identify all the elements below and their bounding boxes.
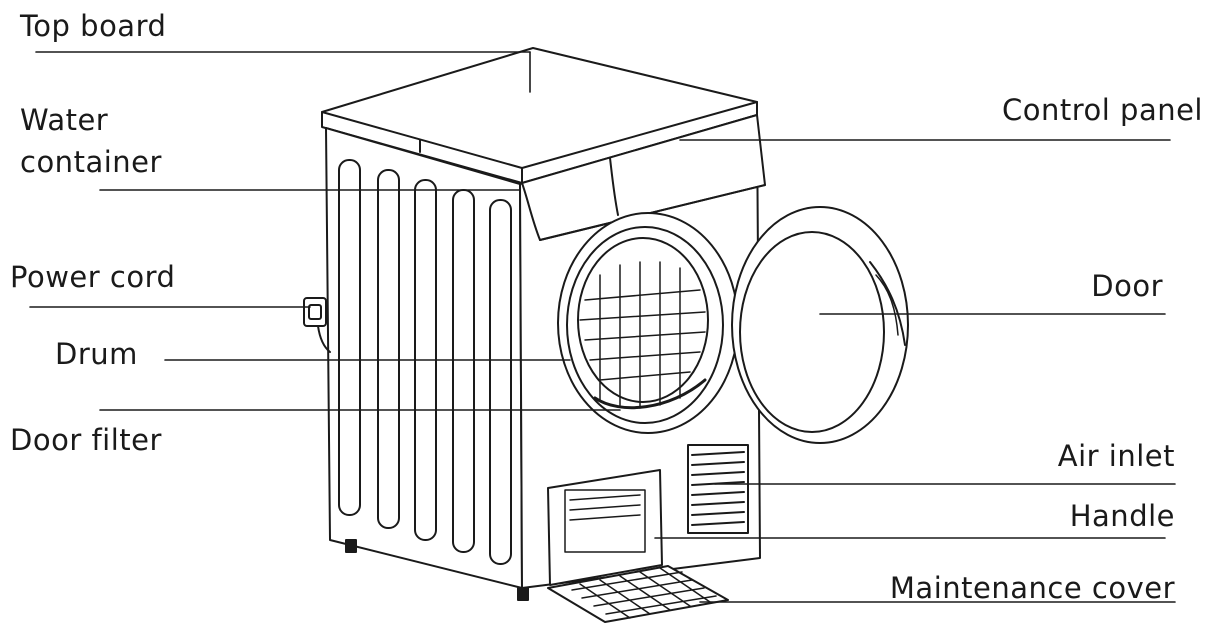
label-power-cord: Power cord <box>10 260 176 294</box>
label-door-filter: Door filter <box>10 423 162 457</box>
label-water-container-line1: Water <box>20 103 109 137</box>
label-water-container-line2: container <box>20 145 162 179</box>
label-top-board: Top board <box>20 9 167 43</box>
dryer-feet <box>345 539 529 601</box>
door-shape <box>731 206 909 444</box>
maintenance-compartment-shape <box>547 469 663 586</box>
label-drum: Drum <box>55 337 138 371</box>
side-panel-shape <box>325 127 523 589</box>
maintenance-cover-shape <box>547 565 729 623</box>
power-cord-shape <box>303 297 331 353</box>
label-handle: Handle <box>1069 499 1175 533</box>
label-control-panel: Control panel <box>1001 93 1203 127</box>
leader-lines <box>29 51 1176 603</box>
drum-shape <box>557 212 739 434</box>
label-door: Door <box>1091 269 1163 303</box>
label-maintenance-cover: Maintenance cover <box>889 571 1175 605</box>
air-inlet-shape <box>687 444 749 534</box>
label-air-inlet: Air inlet <box>1057 439 1175 473</box>
